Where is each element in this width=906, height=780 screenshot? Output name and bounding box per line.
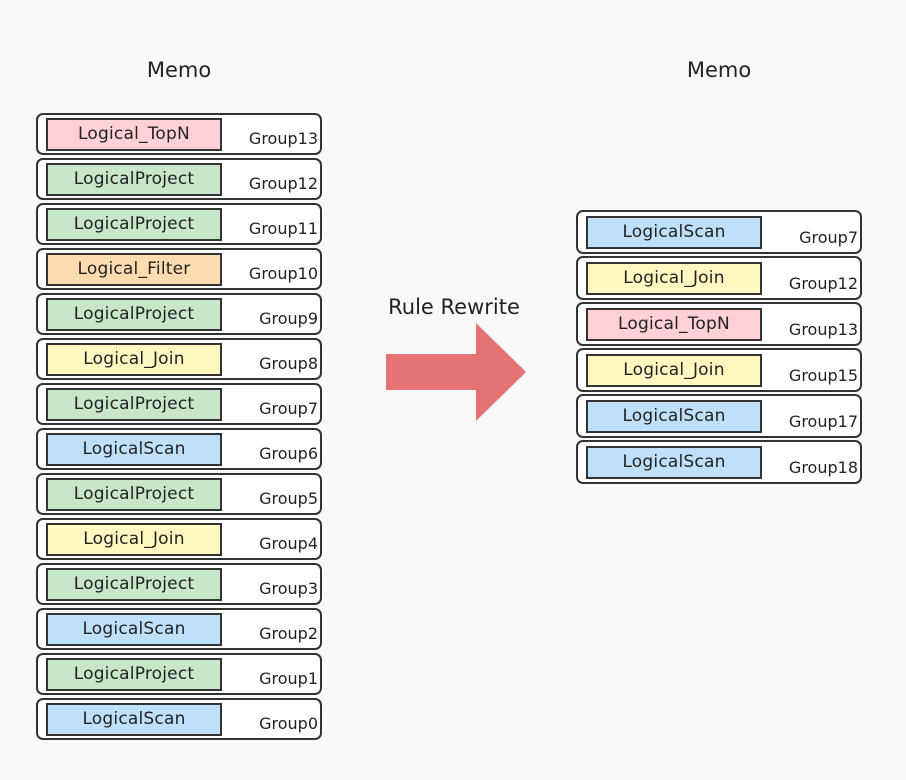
group-label: Group1 bbox=[259, 669, 318, 688]
memo-group-row: LogicalProject Group5 bbox=[36, 473, 322, 515]
memo-group-row: LogicalScan Group6 bbox=[36, 428, 322, 470]
memo-group-row: LogicalProject Group9 bbox=[36, 293, 322, 335]
memo-group-row: LogicalProject Group7 bbox=[36, 383, 322, 425]
memo-group-row: Logical_Join Group8 bbox=[36, 338, 322, 380]
arrow-label: Rule Rewrite bbox=[388, 295, 520, 319]
group-label: Group17 bbox=[788, 412, 858, 431]
memo-group-row: Logical_TopN Group13 bbox=[36, 113, 322, 155]
memo-group-row: LogicalProject Group1 bbox=[36, 653, 322, 695]
group-label: Group13 bbox=[788, 320, 858, 339]
operator-box: LogicalScan bbox=[586, 399, 762, 433]
group-label: Group12 bbox=[248, 174, 318, 193]
memo-group-row: Logical_Join Group4 bbox=[36, 518, 322, 560]
operator-box: LogicalScan bbox=[586, 215, 762, 249]
operator-box: LogicalProject bbox=[46, 162, 222, 196]
memo-group-row: LogicalProject Group3 bbox=[36, 563, 322, 605]
operator-box: Logical_TopN bbox=[586, 307, 762, 341]
memo-group-row: LogicalProject Group11 bbox=[36, 203, 322, 245]
group-label: Group11 bbox=[248, 219, 318, 238]
group-label: Group10 bbox=[248, 264, 318, 283]
operator-box: LogicalProject bbox=[46, 477, 222, 511]
operator-box: LogicalProject bbox=[46, 387, 222, 421]
operator-box: LogicalProject bbox=[46, 297, 222, 331]
operator-box: Logical_Join bbox=[46, 342, 222, 376]
group-label: Group4 bbox=[259, 534, 318, 553]
operator-box: LogicalProject bbox=[46, 657, 222, 691]
group-label: Group0 bbox=[259, 714, 318, 733]
operator-box: LogicalScan bbox=[46, 612, 222, 646]
operator-box: LogicalProject bbox=[46, 207, 222, 241]
group-label: Group18 bbox=[788, 458, 858, 477]
operator-box: Logical_Filter bbox=[46, 252, 222, 286]
memo-group-row: LogicalScan Group2 bbox=[36, 608, 322, 650]
operator-box: Logical_Join bbox=[586, 261, 762, 295]
right-memo-title: Memo bbox=[686, 58, 752, 82]
operator-box: LogicalProject bbox=[46, 567, 222, 601]
group-label: Group7 bbox=[259, 399, 318, 418]
memo-group-row: Logical_Join Group12 bbox=[576, 256, 862, 300]
group-label: Group12 bbox=[788, 274, 858, 293]
operator-box: Logical_Join bbox=[46, 522, 222, 556]
group-label: Group5 bbox=[259, 489, 318, 508]
group-label: Group7 bbox=[799, 228, 858, 247]
group-label: Group3 bbox=[259, 579, 318, 598]
memo-group-row: LogicalScan Group17 bbox=[576, 394, 862, 438]
memo-group-row: Logical_Filter Group10 bbox=[36, 248, 322, 290]
group-label: Group8 bbox=[259, 354, 318, 373]
group-label: Group2 bbox=[259, 624, 318, 643]
group-label: Group9 bbox=[259, 309, 318, 328]
memo-group-row: LogicalScan Group0 bbox=[36, 698, 322, 740]
operator-box: LogicalScan bbox=[46, 432, 222, 466]
left-memo-title: Memo bbox=[146, 58, 212, 82]
operator-box: LogicalScan bbox=[46, 702, 222, 736]
right-arrow-icon bbox=[386, 323, 526, 421]
operator-box: Logical_Join bbox=[586, 353, 762, 387]
operator-box: LogicalScan bbox=[586, 445, 762, 479]
group-label: Group15 bbox=[788, 366, 858, 385]
group-label: Group6 bbox=[259, 444, 318, 463]
memo-group-row: Logical_Join Group15 bbox=[576, 348, 862, 392]
operator-box: Logical_TopN bbox=[46, 117, 222, 151]
memo-group-row: Logical_TopN Group13 bbox=[576, 302, 862, 346]
memo-group-row: LogicalProject Group12 bbox=[36, 158, 322, 200]
group-label: Group13 bbox=[248, 129, 318, 148]
memo-group-row: LogicalScan Group18 bbox=[576, 440, 862, 484]
memo-group-row: LogicalScan Group7 bbox=[576, 210, 862, 254]
